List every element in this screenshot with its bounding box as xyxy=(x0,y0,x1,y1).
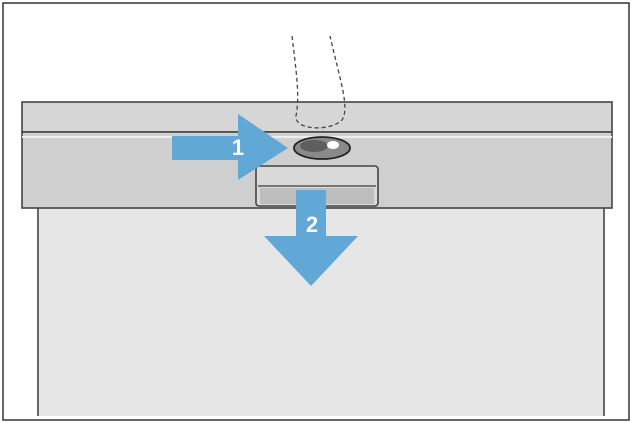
latch-shadow xyxy=(300,140,328,152)
arrow-step-2 xyxy=(264,190,358,286)
door-side-edges xyxy=(37,208,605,416)
arrow-step-1 xyxy=(172,114,288,180)
finger-outline xyxy=(291,35,346,129)
step-1-number: 1 xyxy=(232,135,244,160)
latch-highlight xyxy=(327,141,339,149)
step-2-number: 2 xyxy=(306,212,318,237)
